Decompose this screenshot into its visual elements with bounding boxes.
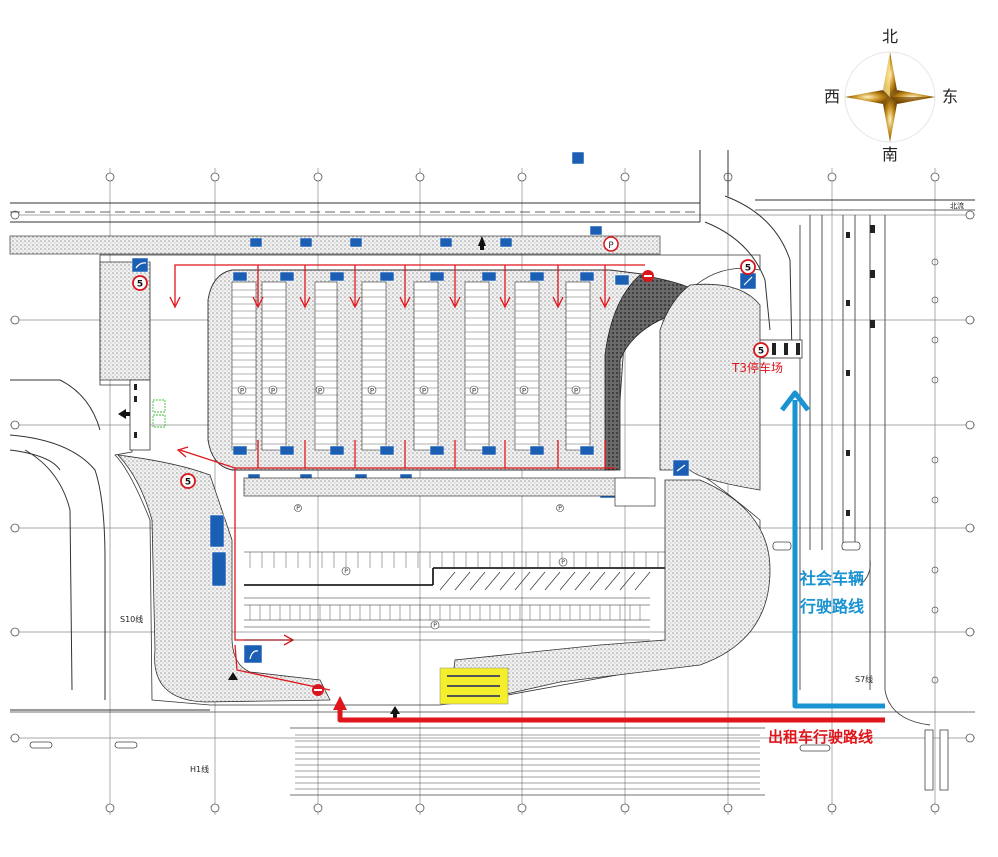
speed-limit-value: 5 <box>185 478 191 488</box>
entrance-curve <box>724 195 793 356</box>
traffic-arrows <box>228 236 486 719</box>
west-road-curves <box>9 379 210 711</box>
parking-symbol: P <box>296 505 300 512</box>
parking-symbol: P <box>422 387 426 395</box>
speed-limit-value: 5 <box>745 264 751 274</box>
road-label-h1: H1线 <box>190 764 209 774</box>
green-markers <box>152 399 166 428</box>
east-road-lanes <box>799 215 931 726</box>
parking-stall-columns <box>231 281 591 451</box>
parking-symbol: P <box>344 568 348 575</box>
compass: 北 南 西 东 <box>824 27 958 164</box>
west-toll-booth <box>118 379 151 451</box>
compass-north-label: 北 <box>882 27 898 46</box>
east-road-markers <box>846 225 875 516</box>
parking-symbol: P <box>370 387 374 395</box>
parking-symbol: P <box>522 387 526 395</box>
east-landscape <box>659 283 761 491</box>
taxi-route <box>333 696 885 723</box>
speed-limit-sign <box>753 342 769 358</box>
parking-symbol: P <box>608 241 614 251</box>
parking-symbol: P <box>561 559 565 566</box>
road-label-s10: S10线 <box>120 614 143 624</box>
south-parking-strip: P P P P P <box>243 477 665 641</box>
parking-symbol: P <box>318 387 322 395</box>
speed-limit-value: 5 <box>137 280 143 290</box>
parking-symbol: P <box>472 387 476 395</box>
speed-limit-sign <box>740 259 756 275</box>
parking-symbol: P <box>574 387 578 395</box>
bottom-road <box>10 711 975 796</box>
stall-lines <box>232 289 590 445</box>
south-landscape <box>449 479 771 701</box>
t3-lot-label: T3停车场 <box>731 360 783 375</box>
compass-south-label: 南 <box>882 145 898 164</box>
parking-symbol: P <box>240 387 244 395</box>
guide-sign-arrows <box>135 262 753 660</box>
parking-markers: P P P P P P P P <box>237 385 581 395</box>
compass-west-label: 西 <box>824 87 840 106</box>
social-vehicle-route <box>780 390 885 709</box>
road-label-top-right: 北流 <box>950 201 964 210</box>
top-sidewalk <box>9 235 661 255</box>
parking-symbol: P <box>433 622 437 629</box>
compass-east-label: 东 <box>942 87 958 106</box>
bottom-road-lanes <box>295 734 760 790</box>
yellow-notice-sign <box>439 667 509 705</box>
speed-limit-value: 5 <box>758 347 764 357</box>
top-road <box>10 150 975 223</box>
parking-symbol: P <box>271 387 275 395</box>
road-label-s7: S7线 <box>855 674 873 684</box>
circulation-arrows <box>169 264 645 691</box>
speed-limit-sign <box>132 275 148 291</box>
east-edge-poles <box>931 258 939 684</box>
social-route-label-line1: 社会车辆 <box>799 569 864 588</box>
taxi-route-label: 出租车行驶路线 <box>768 728 873 746</box>
social-route-label-line2: 行驶路线 <box>799 597 864 616</box>
speed-limit-sign <box>180 473 196 489</box>
parking-symbol: P <box>558 505 562 512</box>
no-entry-signs: P <box>312 236 654 696</box>
bottom-islands <box>29 541 949 791</box>
